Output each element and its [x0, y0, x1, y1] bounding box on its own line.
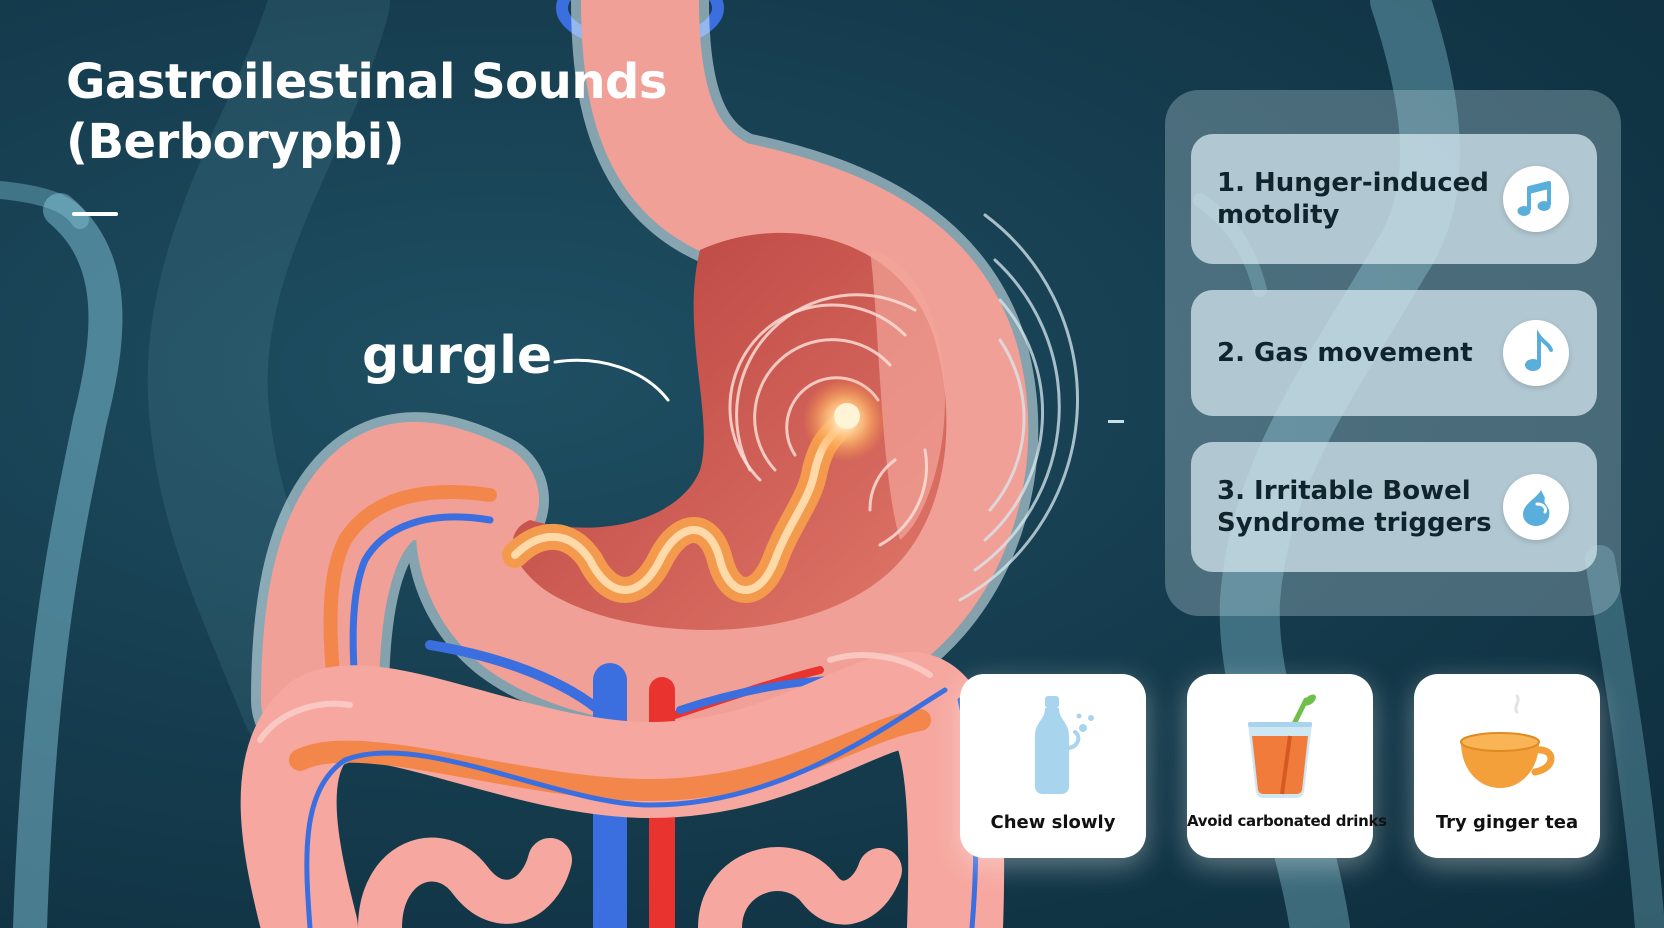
cause-label: 1. Hunger-induced motolity	[1217, 168, 1489, 230]
gurgle-label: gurgle	[362, 326, 553, 386]
peristalsis-wave	[502, 412, 855, 603]
stomach	[251, 0, 1039, 769]
stomach-interior	[512, 232, 947, 630]
drink-glass-icon	[1248, 694, 1316, 798]
page-title: Gastroilestinal Sounds (Berborypbi)	[66, 52, 667, 172]
tip-label: Try ginger tea	[1435, 812, 1579, 833]
title-line-1: Gastroilestinal Sounds	[66, 54, 667, 110]
music-note-icon	[1503, 320, 1569, 386]
outer-sound-arcs	[958, 213, 1079, 602]
gurgle-pointer	[553, 358, 670, 402]
title-line-2: (Berborypbi)	[66, 114, 405, 170]
cause-label: 3. Irritable Bowel Syndrome triggers	[1217, 476, 1492, 538]
large-intestine	[240, 652, 1005, 928]
duodenum	[323, 485, 497, 707]
intestine-contour	[257, 652, 933, 743]
cause-label: 2. Gas movement	[1217, 338, 1473, 368]
drop-icon	[1503, 474, 1569, 540]
title-underline	[72, 212, 118, 216]
tip-label: Avoid carbonated drinks	[1187, 812, 1387, 830]
tip-card-ginger-tea: Try ginger tea	[1414, 674, 1600, 858]
bottle-icon	[1035, 696, 1094, 794]
cause-card-ibs: 3. Irritable Bowel Syndrome triggers	[1191, 442, 1597, 572]
small-intestine	[358, 837, 902, 928]
cause-card-gas: 2. Gas movement	[1191, 290, 1597, 416]
gurgle-point	[834, 403, 860, 429]
tea-cup-icon	[1460, 694, 1555, 788]
tick-mark	[1108, 420, 1124, 423]
tip-card-avoid-carbonated: Avoid carbonated drinks	[1187, 674, 1387, 858]
causes-panel: 1. Hunger-induced motolity 2. Gas moveme…	[1165, 90, 1621, 616]
sound-ripples	[728, 293, 928, 547]
music-notes-icon	[1503, 166, 1569, 232]
tip-label: Chew slowly	[990, 812, 1116, 833]
cause-card-hunger: 1. Hunger-induced motolity	[1191, 134, 1597, 264]
tip-card-chew-slowly: Chew slowly	[960, 674, 1146, 858]
